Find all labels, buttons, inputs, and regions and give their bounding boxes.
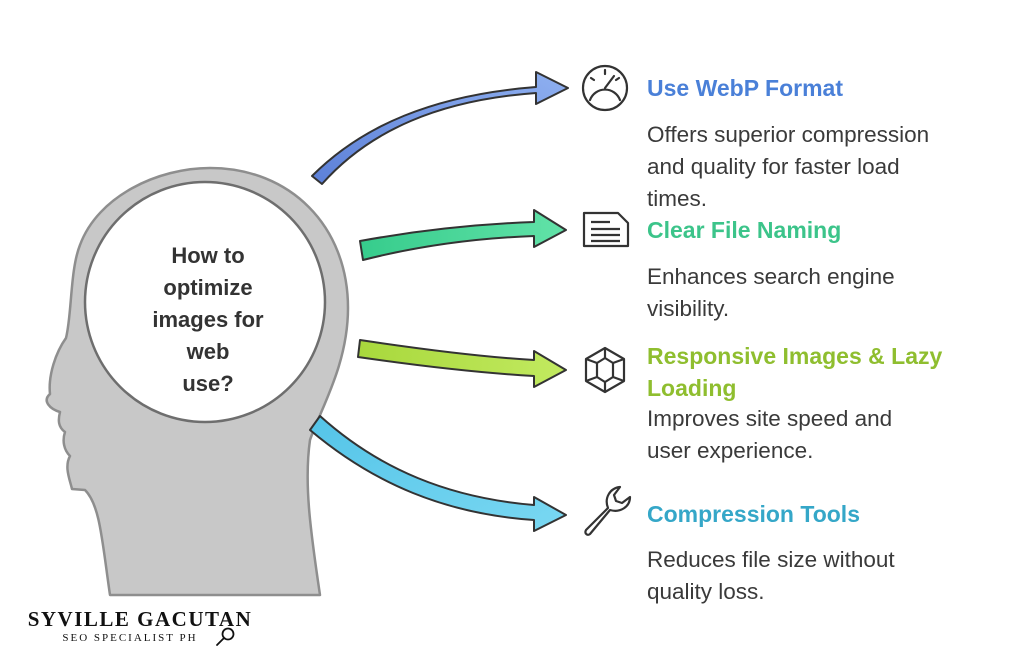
center-question-line: How to — [171, 243, 245, 268]
title-line: Responsive Images & Lazy — [647, 343, 943, 369]
brand-subtitle: SEO SPECIALIST PH — [62, 632, 198, 644]
speedometer-icon — [581, 64, 629, 112]
arrow-clear-file-naming — [359, 209, 567, 261]
center-question-line: optimize — [163, 275, 253, 300]
center-question-line: images for web — [152, 307, 264, 364]
document-icon — [582, 211, 630, 248]
desc-line: times. — [647, 186, 708, 211]
magnifier-icon — [216, 627, 235, 646]
desc-line: Enhances search engine — [647, 264, 895, 289]
desc-line: user experience. — [647, 438, 814, 463]
center-question-line: use? — [182, 371, 234, 396]
desc-line: visibility. — [647, 296, 730, 321]
desc-use-webp-format: Offers superior compression and quality … — [647, 119, 929, 215]
arrow-compression-tools — [309, 415, 567, 532]
desc-clear-file-naming: Enhances search engine visibility. — [647, 261, 895, 325]
desc-line: quality loss. — [647, 579, 765, 604]
brand-name: SYVILLE GACUTAN — [27, 607, 253, 631]
desc-compression-tools: Reduces file size without quality loss. — [647, 544, 895, 608]
desc-line: Reduces file size without — [647, 547, 895, 572]
title-clear-file-naming: Clear File Naming — [647, 217, 842, 243]
arrow-use-webp-format — [311, 71, 569, 185]
desc-line: Offers superior compression — [647, 122, 930, 147]
title-compression-tools: Compression Tools — [647, 501, 860, 527]
title-line: Loading — [647, 375, 737, 401]
thought-circle — [83, 180, 327, 424]
hexagon-gear-icon — [584, 346, 626, 394]
wrench-icon — [584, 485, 632, 536]
desc-responsive-images-lazy-loading: Improves site speed and user experience. — [647, 403, 892, 467]
arrow-responsive-images-lazy-loading — [357, 339, 567, 388]
desc-line: and quality for faster load — [647, 154, 900, 179]
desc-line: Improves site speed and — [647, 406, 893, 431]
title-use-webp-format: Use WebP Format — [647, 75, 843, 101]
center-question: How to optimize images for web use? — [128, 240, 288, 400]
title-responsive-images-lazy-loading: Responsive Images & Lazy Loading — [647, 340, 942, 404]
